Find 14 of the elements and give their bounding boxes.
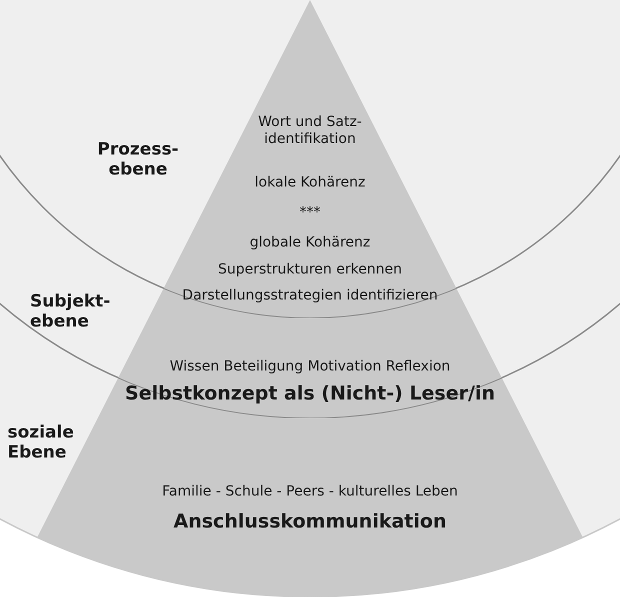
separator-text: *** xyxy=(298,204,322,222)
level-heading: Selbstkonzept als (Nicht-) Leser/in xyxy=(125,382,495,406)
level-label: soziale Ebene xyxy=(8,422,75,464)
process-step: lokale Kohärenz xyxy=(210,174,410,192)
factor-list: Wissen Beteiligung Motivation Reflexion xyxy=(130,358,490,376)
process-step: Wort und Satz- identifikation xyxy=(240,114,380,148)
process-step: Darstellungsstrategien identifizieren xyxy=(150,288,470,304)
factor-list: Familie - Schule - Peers - kulturelles Leben xyxy=(130,484,490,500)
level-label: Subjekt- ebene xyxy=(30,292,110,332)
process-step: Superstrukturen erkennen xyxy=(180,262,440,278)
level-label: Prozess- ebene xyxy=(96,140,180,180)
subject-level-disk xyxy=(0,0,620,418)
process-step: globale Kohärenz xyxy=(210,234,410,252)
level-heading: Anschlusskommunikation xyxy=(174,510,446,534)
